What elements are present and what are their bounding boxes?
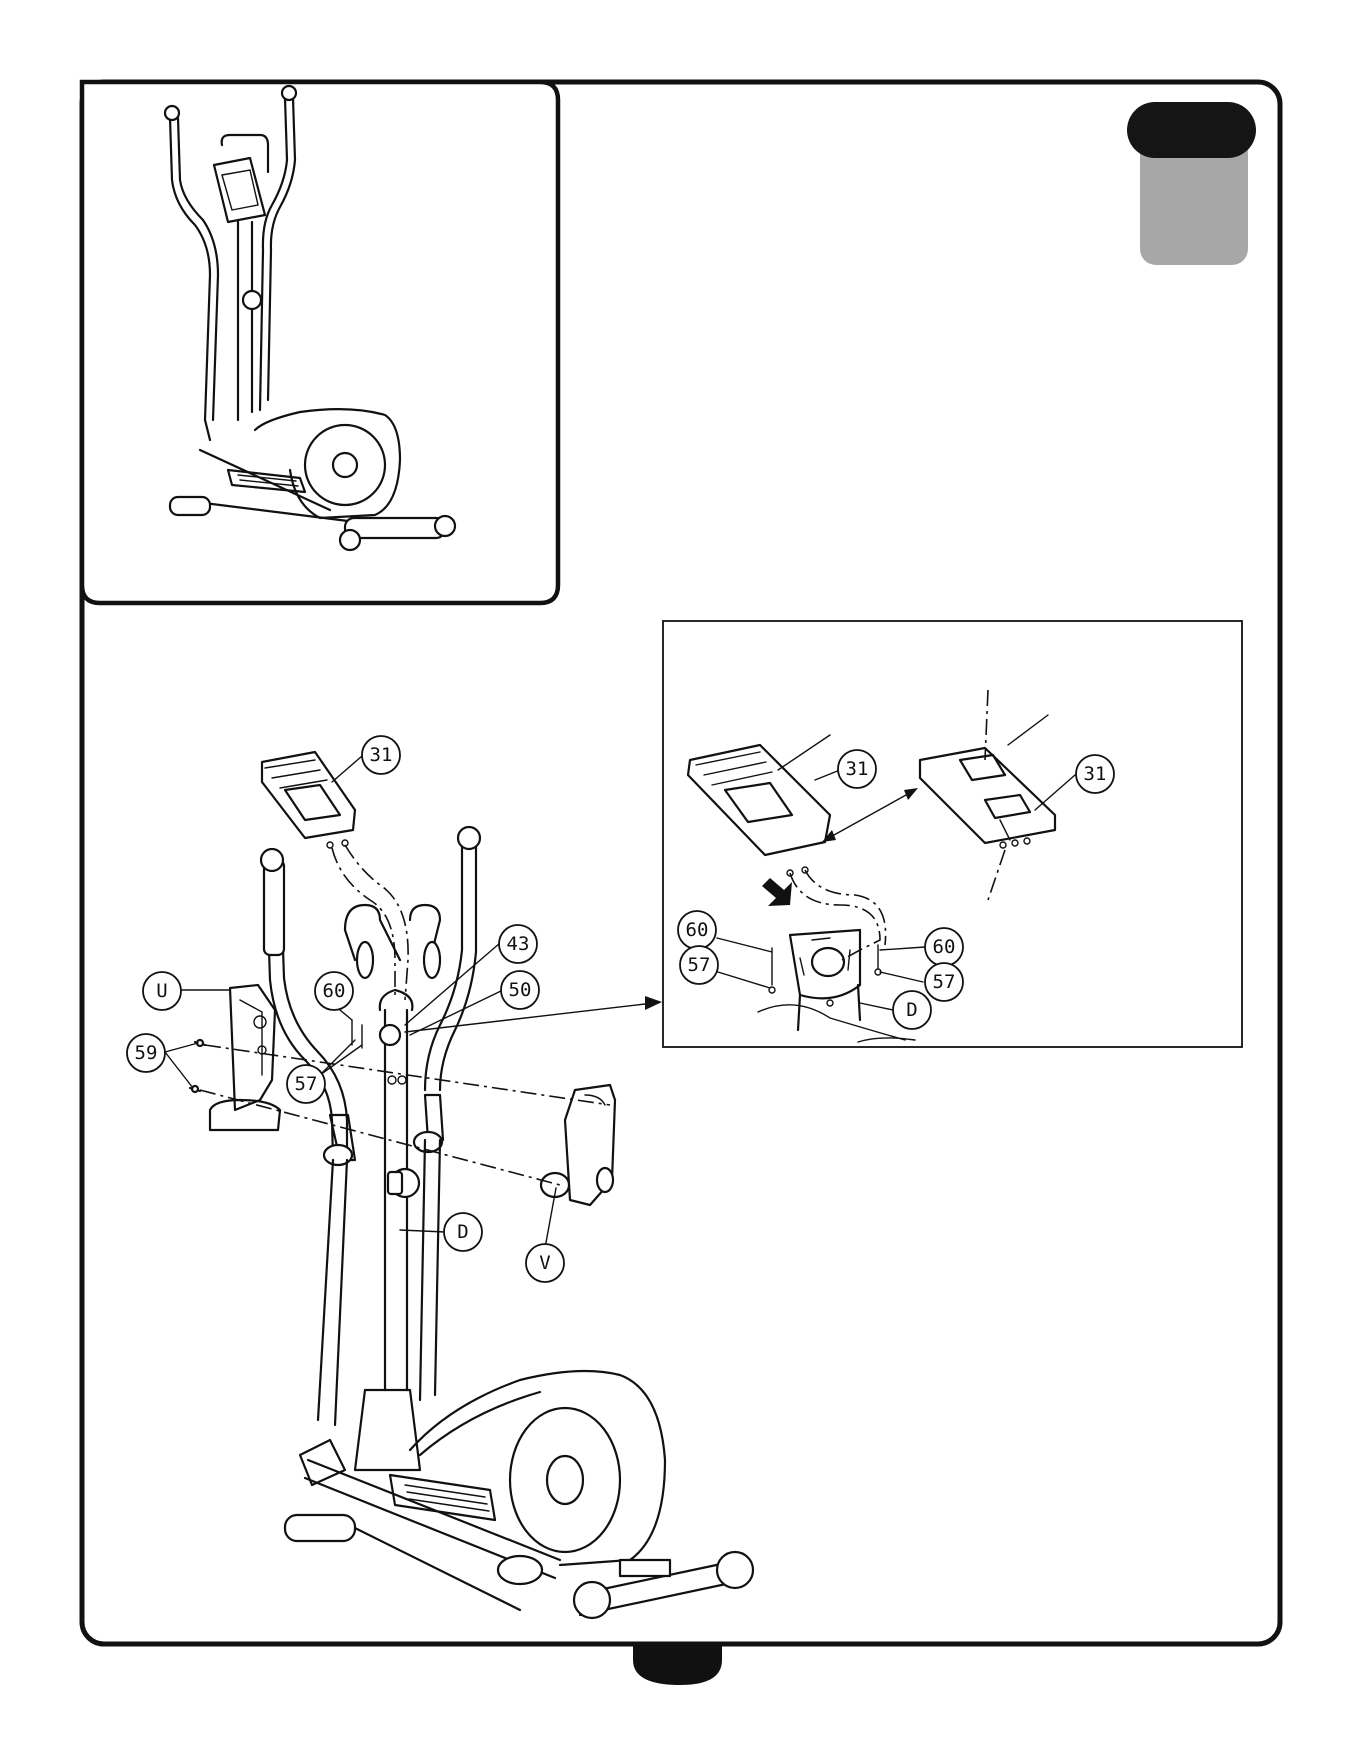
svg-text:31: 31 — [1084, 763, 1107, 785]
callout-57-detail-right: 57 — [925, 963, 963, 1001]
callout-57-detail-left: 57 — [680, 946, 718, 984]
bracket-plate-detail — [758, 930, 915, 1042]
svg-text:60: 60 — [686, 919, 709, 941]
svg-text:57: 57 — [933, 971, 956, 993]
callout-D-detail: D — [893, 991, 931, 1029]
svg-text:57: 57 — [688, 954, 711, 976]
svg-text:57: 57 — [295, 1073, 318, 1095]
page-number-tab — [633, 1644, 722, 1685]
callout-59: 59 — [127, 1034, 165, 1072]
svg-text:V: V — [539, 1252, 550, 1274]
callout-U: U — [143, 972, 181, 1010]
callout-31-main: 31 — [362, 736, 400, 774]
callout-60-main: 60 — [315, 972, 353, 1010]
svg-text:D: D — [457, 1221, 468, 1243]
svg-text:D: D — [906, 999, 917, 1021]
callout-57-main: 57 — [287, 1065, 325, 1103]
svg-text:60: 60 — [323, 980, 346, 1002]
callout-60-detail-right: 60 — [925, 928, 963, 966]
svg-text:60: 60 — [933, 936, 956, 958]
step-badge — [1127, 102, 1256, 265]
callout-V: V — [526, 1244, 564, 1282]
callout-31-detail-back: 31 — [1076, 755, 1114, 793]
down-arrow-icon — [762, 878, 792, 906]
console-detail-back — [920, 690, 1055, 900]
svg-text:50: 50 — [509, 979, 532, 1001]
console-detail-front — [688, 735, 830, 876]
callout-50: 50 — [501, 971, 539, 1009]
overview-inset-frame — [82, 82, 558, 603]
callout-31-detail-front: 31 — [838, 750, 876, 788]
console-31-main — [262, 752, 355, 848]
rotate-view-arrow — [825, 790, 915, 840]
callout-60-detail-left: 60 — [678, 911, 716, 949]
callout-43: 43 — [499, 925, 537, 963]
callout-D-main: D — [444, 1213, 482, 1251]
svg-text:31: 31 — [370, 744, 393, 766]
svg-text:U: U — [156, 980, 167, 1002]
svg-text:43: 43 — [507, 933, 530, 955]
right-shroud-V — [541, 1085, 615, 1205]
svg-text:59: 59 — [135, 1042, 158, 1064]
svg-text:31: 31 — [846, 758, 869, 780]
